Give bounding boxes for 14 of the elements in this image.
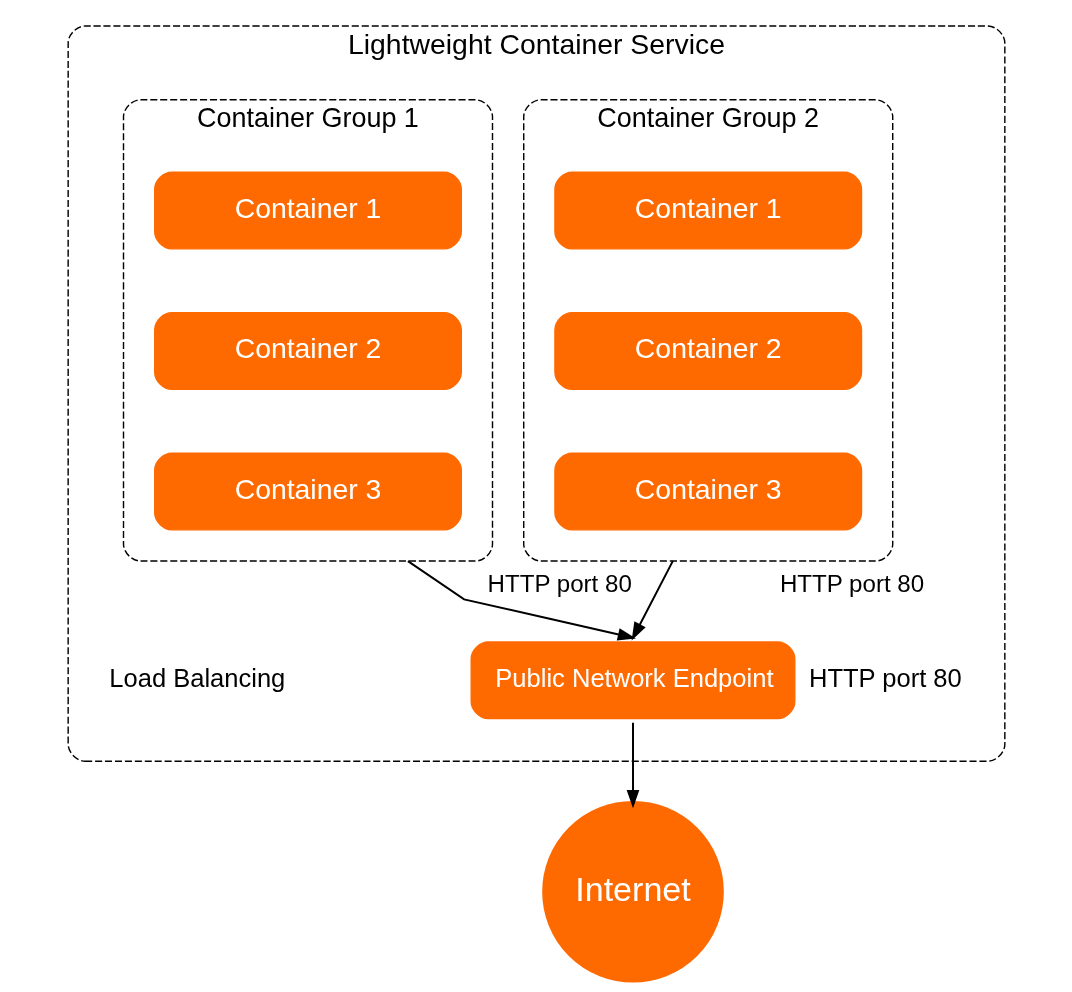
node-box: Container 1 <box>553 171 862 250</box>
node-box: Container 3 <box>553 452 862 531</box>
arrow <box>626 721 639 808</box>
arrow <box>406 559 636 641</box>
node-box: Container 2 <box>553 311 862 390</box>
edge-label: HTTP port 80 <box>779 569 924 597</box>
node-label: HTTP port 80 <box>808 663 962 692</box>
node-box: Container 1 <box>153 171 462 250</box>
edge-label: HTTP port 80 <box>487 569 632 597</box>
node-circle: Internet <box>541 800 724 983</box>
node-box: Container 2 <box>153 311 462 390</box>
node-box: Container 3 <box>153 452 462 531</box>
label: Load Balancing <box>108 663 285 692</box>
arrow <box>631 559 674 640</box>
